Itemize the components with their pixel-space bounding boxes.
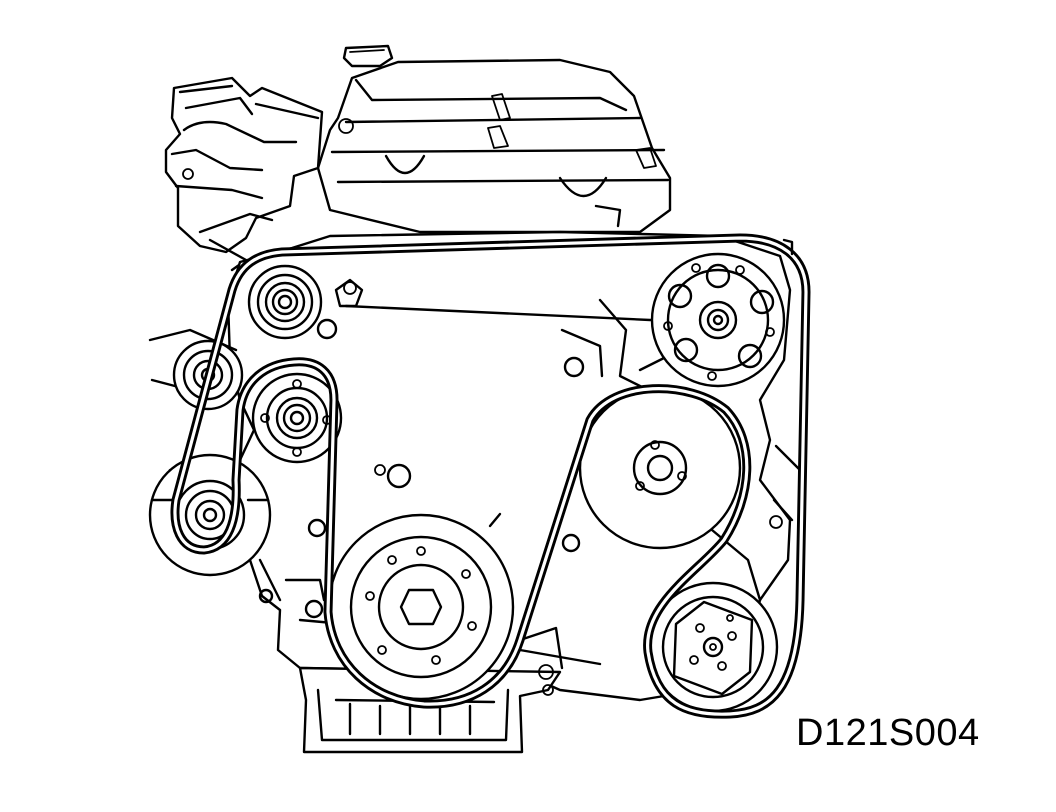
intake-manifold — [164, 76, 324, 272]
belt-tensioner-pulley — [251, 372, 343, 464]
alternator-pulley — [578, 386, 742, 550]
serpentine-belt — [170, 233, 811, 719]
crankshaft-pulley — [327, 513, 515, 701]
power-steering-pump-pulley — [650, 252, 786, 388]
valve-cover — [316, 58, 672, 234]
oil-pan — [298, 626, 564, 754]
lower-left-pulley — [148, 453, 272, 577]
oil-filler-cap — [342, 44, 394, 68]
upper-idler-pulley — [247, 264, 323, 340]
figure-reference-code: D121S004 — [796, 712, 980, 754]
